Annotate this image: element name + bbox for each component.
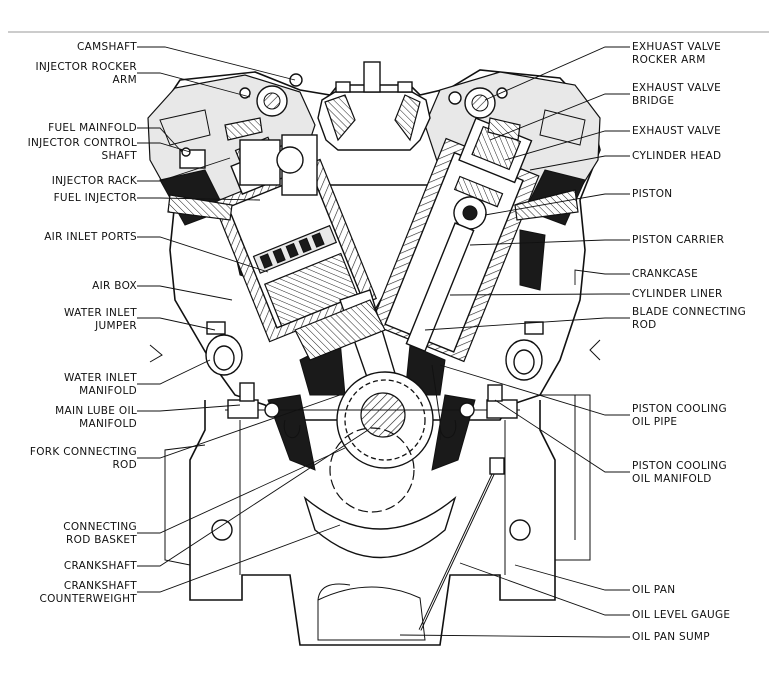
label-air-inlet-ports: AIR INLET PORTS	[44, 231, 137, 243]
label-fuel-mainfold: FUEL MAINFOLD	[48, 122, 137, 134]
label-injector-control-shaft: INJECTOR CONTROL SHAFT	[27, 137, 137, 162]
label-crankshaft: CRANKSHAFT	[63, 560, 137, 572]
left-leader-lines	[137, 46, 369, 593]
lower-block	[189, 400, 556, 646]
crankshaft-counterweight-shape	[303, 495, 457, 559]
label-water-inlet-jumper: WATER INLET JUMPER	[63, 307, 137, 332]
label-oil-level-gauge: OIL LEVEL GAUGE	[632, 609, 731, 621]
label-blade-connecting-rod: BLADE CONNECTING ROD	[632, 306, 747, 331]
crankshaft-journal	[360, 392, 406, 438]
right-leader-lines	[399, 46, 630, 638]
label-cylinder-head: CYLINDER HEAD	[632, 150, 722, 162]
label-injector-rack: INJECTOR RACK	[51, 175, 137, 187]
label-piston-cooling-oil-manifold: PISTON COOLING OIL MANIFOLD	[632, 460, 727, 485]
label-injector-rocker-arm: INJECTOR ROCKER ARM	[35, 61, 137, 86]
label-piston-cooling-oil-pipe: PISTON COOLING OIL PIPE	[632, 403, 727, 428]
label-cylinder-liner: CYLINDER LINER	[632, 288, 723, 300]
label-crankshaft-counterweight: CRANKSHAFT COUNTERWEIGHT	[39, 580, 137, 605]
label-water-inlet-manifold: WATER INLET MANIFOLD	[63, 372, 137, 397]
blade-connecting-rod-shape	[405, 222, 475, 353]
oil-pan-sump-shape	[317, 586, 426, 641]
label-main-lube-oil-manifold: MAIN LUBE OIL MANIFOLD	[55, 405, 137, 430]
label-exhaust-valve-bridge: EXHAUST VALVE BRIDGE	[632, 82, 722, 107]
label-exhaust-valve: EXHAUST VALVE	[632, 125, 722, 137]
label-crankcase: CRANKCASE	[632, 268, 699, 280]
right-cylinder	[370, 117, 540, 363]
label-oil-pan-sump: OIL PAN SUMP	[632, 631, 710, 643]
label-oil-pan: OIL PAN	[632, 584, 676, 596]
label-fork-connecting-rod: FORK CONNECTING ROD	[29, 446, 137, 471]
label-air-box: AIR BOX	[92, 280, 137, 292]
label-fuel-injector: FUEL INJECTOR	[53, 192, 137, 204]
label-connecting-rod-basket: CONNECTING ROD BASKET	[63, 521, 137, 546]
label-piston: PISTON	[632, 188, 673, 200]
label-piston-carrier: PISTON CARRIER	[632, 234, 725, 246]
top-fitting	[363, 61, 381, 93]
label-camshaft: CAMSHAFT	[77, 41, 137, 53]
label-exhaust-valve-rocker-arm: EXHUAST VALVE ROCKER ARM	[632, 41, 722, 66]
left-piston	[263, 252, 359, 327]
